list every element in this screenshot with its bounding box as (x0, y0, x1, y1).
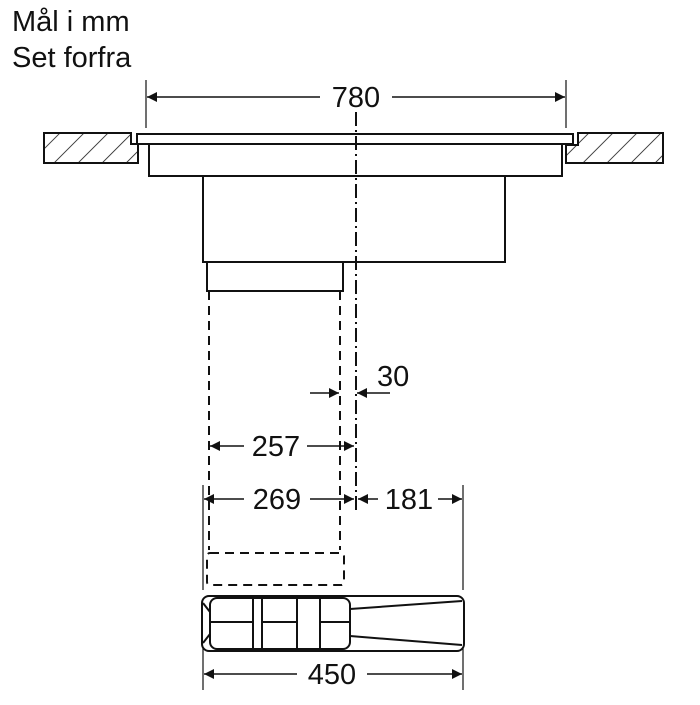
dimension-257: 257 (210, 431, 354, 463)
dimension-780-label: 780 (332, 82, 380, 114)
dimension-181-label: 181 (385, 484, 433, 516)
duct-dashed-outline (206, 291, 345, 586)
dimension-780: 780 (147, 82, 565, 114)
dimension-269-label: 269 (253, 484, 301, 516)
countertop-right (565, 132, 664, 164)
dimension-30: 30 (310, 361, 409, 398)
countertop-left (43, 132, 139, 164)
units-label: Mål i mm (12, 6, 130, 38)
dimension-450: 450 (204, 659, 462, 691)
fan-housing (202, 175, 506, 263)
dimension-181: 181 (358, 484, 462, 516)
dimension-269: 269 (204, 484, 354, 516)
dimension-450-label: 450 (308, 659, 356, 691)
dimension-30-label: 30 (377, 361, 409, 393)
fan-unit (201, 595, 465, 652)
duct-connector (206, 261, 344, 292)
view-label: Set forfra (12, 42, 132, 74)
dimension-257-label: 257 (252, 431, 300, 463)
